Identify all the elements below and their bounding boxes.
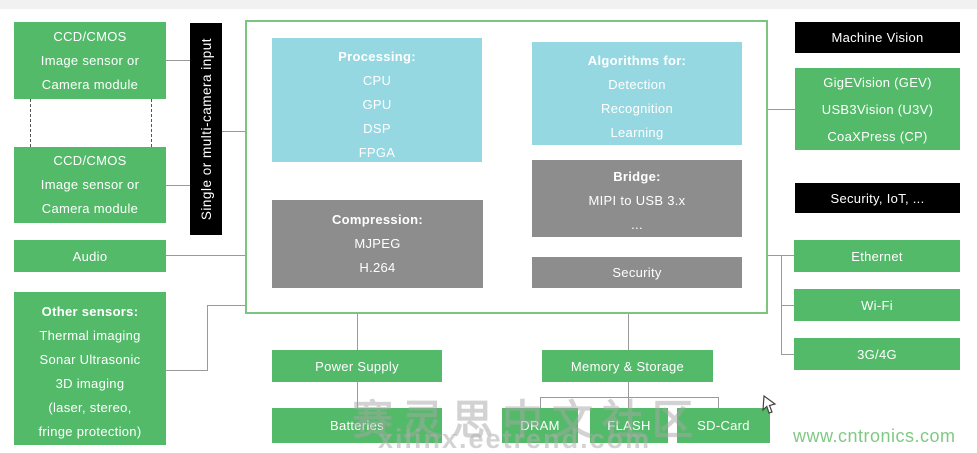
- camera1-line: Image sensor or: [40, 53, 140, 68]
- compression-box: Compression: MJPEG H.264: [272, 200, 483, 288]
- watermark-chinese-text: 赛灵思中文社区: [352, 397, 702, 443]
- bridge-item: ...: [631, 217, 643, 232]
- camera-input-bar: Single or multi-camera input: [190, 23, 222, 235]
- standard-item: GigEVision (GEV): [823, 75, 932, 90]
- camera2-line: Camera module: [41, 201, 139, 216]
- flash-box: FLASH: [590, 408, 668, 443]
- batteries-box: Batteries: [272, 408, 442, 443]
- machine-vision-header: Machine Vision: [795, 22, 960, 53]
- standard-item: USB3Vision (U3V): [821, 102, 934, 117]
- connector-sdcard-drop: [718, 397, 719, 408]
- dashed-connector-right: [151, 99, 152, 147]
- algorithms-title: Algorithms for:: [587, 53, 687, 68]
- camera-input-bar-label: Single or multi-camera input: [198, 37, 214, 221]
- connector-bar-core: [222, 131, 245, 132]
- algorithms-box: Algorithms for: Detection Recognition Le…: [532, 42, 742, 145]
- connector-dram-drop: [540, 397, 541, 408]
- connector-sensors-v: [207, 305, 208, 371]
- other-sensors-item: 3D imaging: [55, 376, 125, 391]
- connector-power-batteries: [357, 382, 358, 408]
- compression-item: H.264: [359, 260, 396, 275]
- sd-card-box: SD-Card: [677, 408, 770, 443]
- connector-core-memory: [628, 314, 629, 350]
- other-sensors-item: fringe protection): [38, 424, 142, 439]
- other-sensors-box: Other sensors: Thermal imaging Sonar Ult…: [14, 292, 166, 445]
- camera2-line: Image sensor or: [40, 177, 140, 192]
- algorithms-item: Learning: [610, 125, 664, 140]
- compression-item: MJPEG: [354, 236, 401, 251]
- top-gray-strip: [0, 0, 977, 9]
- camera1-line: CCD/CMOS: [53, 29, 127, 44]
- audio-box: Audio: [14, 240, 166, 272]
- dashed-connector-left: [30, 99, 31, 147]
- other-sensors-item: (laser, stereo,: [48, 400, 132, 415]
- compression-title: Compression:: [331, 212, 423, 227]
- connector-sensors-h1: [166, 370, 207, 371]
- processing-item: GPU: [362, 97, 392, 112]
- security-box: Security: [532, 257, 742, 288]
- processing-item: DSP: [363, 121, 391, 136]
- other-sensors-title: Other sensors:: [41, 304, 139, 319]
- mouse-cursor-icon: [762, 395, 777, 414]
- cellular-box: 3G/4G: [794, 338, 960, 370]
- algorithms-item: Detection: [608, 77, 666, 92]
- processing-item: CPU: [362, 73, 392, 88]
- dram-box: DRAM: [502, 408, 578, 443]
- algorithms-item: Recognition: [601, 101, 673, 116]
- other-sensors-item: Thermal imaging: [39, 328, 141, 343]
- connector-core-power: [357, 314, 358, 350]
- connector-cellular-branch: [781, 354, 794, 355]
- watermark-cntronics-url: www.cntronics.com: [793, 426, 956, 446]
- camera-module-box-1: CCD/CMOS Image sensor or Camera module: [14, 22, 166, 99]
- power-supply-box: Power Supply: [272, 350, 442, 382]
- other-sensors-item: Sonar Ultrasonic: [39, 352, 141, 367]
- processing-box: Processing: CPU GPU DSP FPGA: [272, 38, 482, 162]
- connector-camera1-bar: [166, 60, 190, 61]
- connector-audio-core: [166, 255, 245, 256]
- connector-memory-bus-v: [628, 382, 629, 397]
- connector-wifi-branch: [781, 305, 794, 306]
- bridge-title: Bridge:: [613, 169, 661, 184]
- vision-standards-box: GigEVision (GEV) USB3Vision (U3V) CoaXPr…: [795, 68, 960, 150]
- connector-connectivity-trunk: [781, 255, 782, 354]
- camera2-line: CCD/CMOS: [53, 153, 127, 168]
- standard-item: CoaXPress (CP): [827, 129, 928, 144]
- ethernet-box: Ethernet: [794, 240, 960, 272]
- wifi-box: Wi-Fi: [794, 289, 960, 321]
- connector-flash-drop: [628, 397, 629, 408]
- security-iot-header: Security, IoT, ...: [795, 183, 960, 213]
- processing-title: Processing:: [338, 49, 416, 64]
- connector-core-standards: [768, 109, 795, 110]
- connector-sensors-h2: [207, 305, 245, 306]
- processing-item: FPGA: [358, 145, 396, 160]
- connector-memory-bus-h: [540, 397, 718, 398]
- bridge-item: MIPI to USB 3.x: [588, 193, 686, 208]
- bridge-box: Bridge: MIPI to USB 3.x ...: [532, 160, 742, 237]
- connector-camera2-bar: [166, 185, 190, 186]
- camera-module-box-2: CCD/CMOS Image sensor or Camera module: [14, 147, 166, 223]
- watermark-xilinx-url: xilinx.eetrend.com: [378, 424, 652, 453]
- camera1-line: Camera module: [41, 77, 139, 92]
- memory-storage-box: Memory & Storage: [542, 350, 713, 382]
